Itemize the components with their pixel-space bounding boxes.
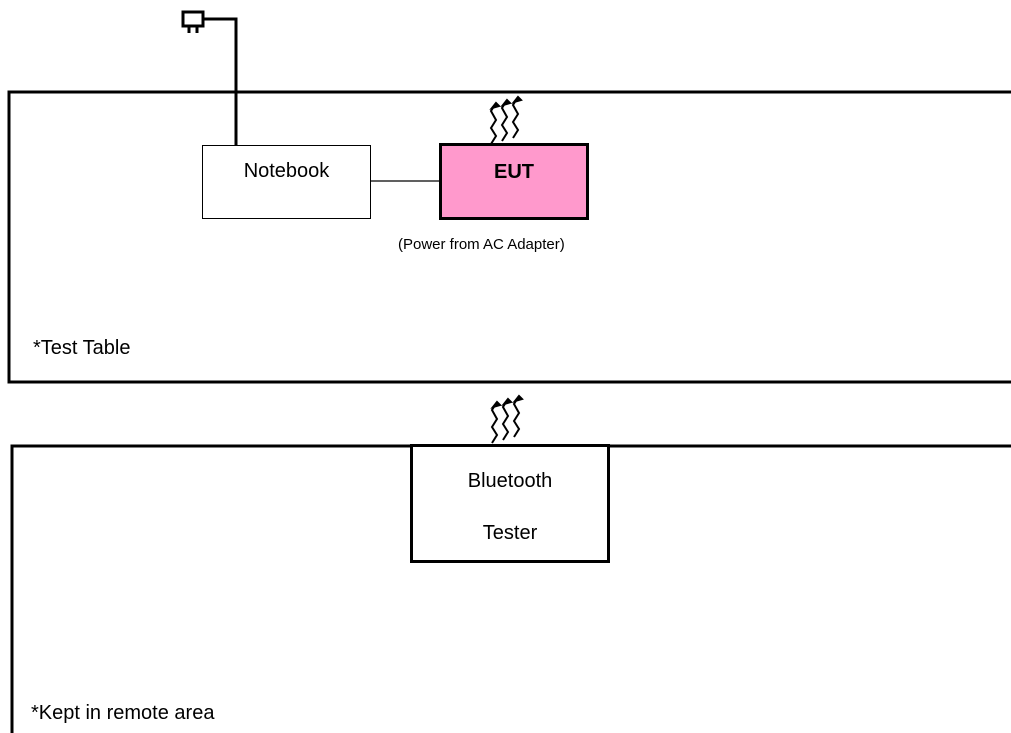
wireless-signal-icon — [490, 394, 524, 444]
notebook-label: Notebook — [243, 160, 330, 182]
bluetooth-tester-box: Bluetooth Tester — [410, 444, 610, 563]
eut-box: EUT — [439, 143, 589, 220]
wireless-signal-icon — [489, 95, 523, 145]
notebook-box: Notebook — [202, 145, 371, 219]
power-cord — [203, 17, 238, 145]
power-source-note: (Power from AC Adapter) — [398, 236, 565, 253]
test-table-label: *Test Table — [33, 337, 131, 359]
eut-label: EUT — [494, 161, 534, 183]
test-table-frame — [7, 90, 1011, 384]
power-plug-icon — [181, 10, 205, 33]
remote-area-label: *Kept in remote area — [31, 702, 215, 724]
tester-label-line1: Bluetooth — [467, 470, 553, 492]
remote-area-frame — [10, 444, 1011, 733]
tester-label-line2: Tester — [482, 522, 538, 544]
